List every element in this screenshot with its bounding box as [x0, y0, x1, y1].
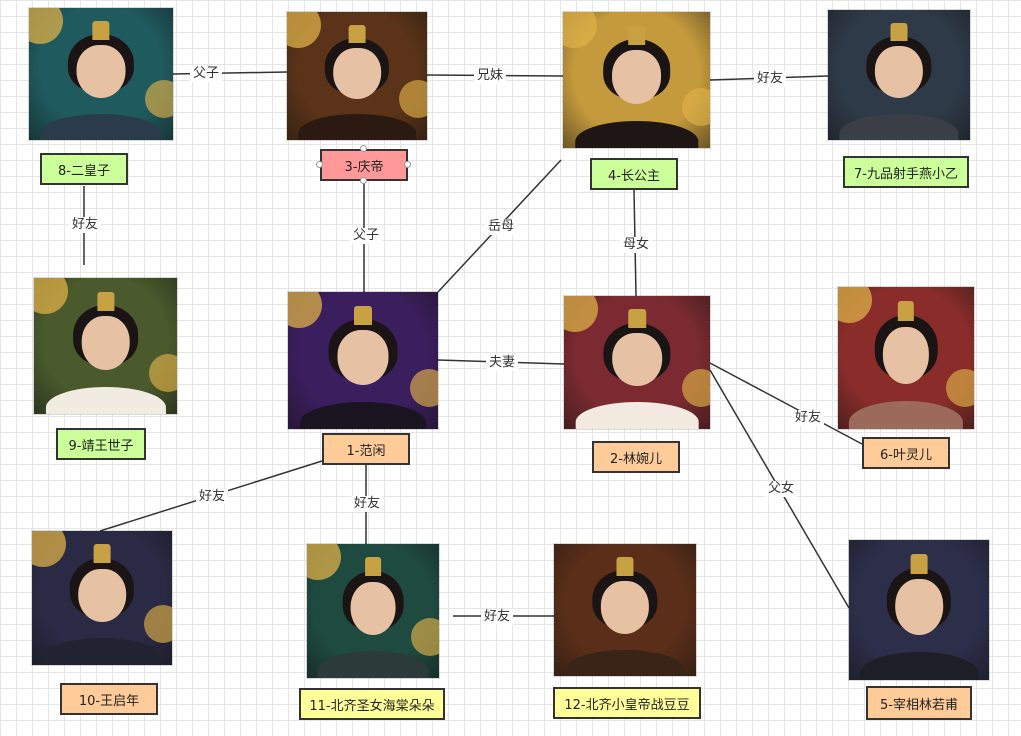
node-10[interactable]: 10-王启年: [60, 683, 158, 715]
node-9[interactable]: 9-靖王世子: [56, 428, 146, 460]
hair-crown-icon: [910, 554, 928, 574]
node-6[interactable]: 6-叶灵儿: [862, 437, 950, 469]
hair-crown-icon: [348, 24, 366, 43]
face-shape: [895, 579, 943, 636]
edge-label-2-5: 父女: [764, 481, 798, 497]
cloud-ornament-icon: [946, 369, 974, 407]
robe-shape: [317, 651, 429, 678]
selection-handle-top[interactable]: [360, 145, 367, 152]
edge-label-1-10: 好友: [195, 489, 229, 505]
face-shape: [337, 330, 389, 386]
face-shape: [882, 326, 930, 384]
portrait-11[interactable]: [307, 544, 439, 678]
face-shape: [76, 44, 126, 98]
edge-label-11-12: 好友: [480, 609, 514, 625]
robe-shape: [575, 402, 699, 429]
hair-crown-icon: [627, 25, 646, 45]
hair-crown-icon: [628, 309, 646, 328]
selection-handle-right[interactable]: [404, 161, 411, 168]
robe-shape: [848, 400, 964, 429]
hair-crown-icon: [897, 301, 915, 322]
edge-label-4-1: 岳母: [484, 219, 518, 235]
node-2[interactable]: 2-林婉儿: [592, 441, 680, 473]
face-shape: [874, 46, 924, 99]
cloud-ornament-icon: [144, 605, 172, 643]
robe-shape: [40, 113, 162, 140]
portrait-5[interactable]: [849, 540, 989, 680]
robe-shape: [43, 638, 161, 665]
edge-label-8-9: 好友: [68, 217, 102, 233]
robe-shape: [860, 652, 978, 680]
hair-crown-icon: [354, 305, 372, 325]
face-shape: [350, 581, 396, 636]
hair-crown-icon: [616, 557, 634, 576]
face-shape: [612, 333, 662, 387]
face-shape: [81, 316, 130, 371]
edge-label-3-1: 父子: [349, 228, 383, 244]
selection-handle-left[interactable]: [316, 161, 323, 168]
portrait-10[interactable]: [32, 531, 172, 665]
node-7[interactable]: 7-九品射手燕小乙: [843, 156, 969, 188]
hair-crown-icon: [96, 291, 115, 311]
edge-label-1-11: 好友: [350, 496, 384, 512]
robe-shape: [565, 649, 685, 676]
node-5[interactable]: 5-宰相林若甫: [866, 686, 972, 720]
robe-shape: [45, 386, 166, 414]
cloud-ornament-icon: [149, 354, 177, 392]
node-4[interactable]: 4-长公主: [590, 158, 678, 190]
edge-label-3-4: 兄妹: [473, 68, 507, 84]
face-shape: [78, 568, 126, 623]
edge-label-1-2: 夫妻: [485, 355, 519, 371]
edge-label-4-7: 好友: [753, 71, 787, 87]
robe-shape: [574, 120, 699, 148]
hair-crown-icon: [93, 544, 111, 564]
portrait-6[interactable]: [838, 287, 974, 429]
edge-label-4-2: 母女: [619, 237, 653, 253]
portrait-7[interactable]: [828, 10, 970, 140]
hair-crown-icon: [92, 21, 110, 40]
edge-label-8-3: 父子: [189, 66, 223, 82]
cloud-ornament-icon: [399, 80, 427, 118]
node-1[interactable]: 1-范闲: [322, 433, 410, 465]
robe-shape: [298, 114, 416, 140]
portrait-2[interactable]: [564, 296, 710, 429]
face-shape: [333, 47, 381, 100]
node-12[interactable]: 12-北齐小皇帝战豆豆: [553, 687, 701, 719]
portrait-12[interactable]: [554, 544, 696, 676]
portrait-9[interactable]: [34, 278, 177, 414]
node-3[interactable]: 3-庆帝: [320, 149, 408, 181]
edge-line-2-6: [709, 362, 863, 445]
portrait-4[interactable]: [563, 12, 710, 148]
edge-label-2-6: 好友: [791, 410, 825, 426]
robe-shape: [839, 114, 959, 140]
cloud-ornament-icon: [410, 369, 438, 407]
robe-shape: [300, 401, 426, 429]
portrait-3[interactable]: [287, 12, 427, 140]
cloud-ornament-icon: [682, 88, 710, 126]
hair-crown-icon: [890, 23, 908, 42]
portrait-8[interactable]: [29, 8, 173, 140]
cloud-ornament-icon: [411, 618, 439, 656]
selection-handle-bottom[interactable]: [360, 177, 367, 184]
cloud-ornament-icon: [145, 80, 173, 118]
hair-crown-icon: [365, 557, 381, 577]
portrait-1[interactable]: [288, 292, 438, 429]
face-shape: [600, 580, 650, 634]
cloud-ornament-icon: [682, 369, 710, 407]
node-8[interactable]: 8-二皇子: [40, 153, 128, 185]
node-11[interactable]: 11-北齐圣女海棠朵朵: [299, 688, 445, 720]
face-shape: [611, 50, 662, 105]
